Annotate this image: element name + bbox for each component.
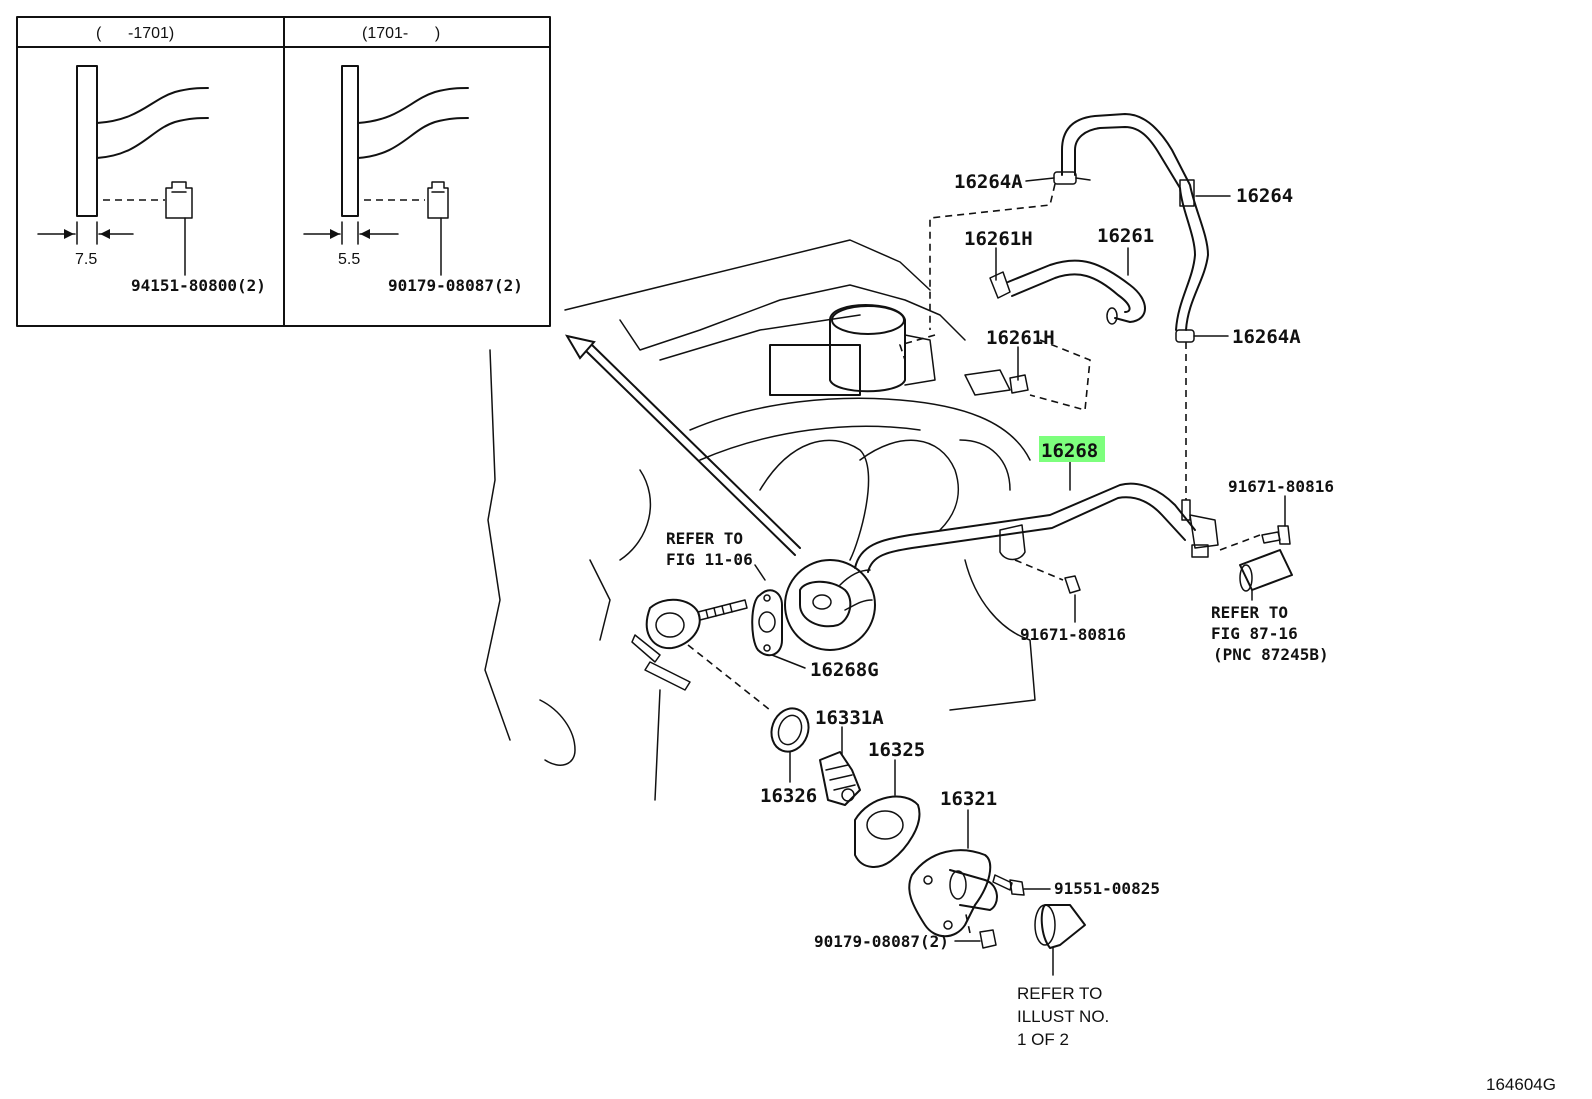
label-91551-00825[interactable]: 91551-00825 bbox=[1054, 879, 1160, 898]
label-16261[interactable]: 16261 bbox=[1097, 225, 1154, 247]
clamp-16261H-top bbox=[989, 271, 1011, 299]
label-16264[interactable]: 16264 bbox=[1236, 185, 1293, 207]
label-16321[interactable]: 16321 bbox=[940, 788, 997, 810]
flange-detail-circle bbox=[784, 559, 876, 651]
label-16264A-mid[interactable]: 16264A bbox=[1232, 326, 1301, 348]
inset-right-figure: 5.5 90179-08087(2) bbox=[303, 65, 523, 295]
label-16268G[interactable]: 16268G bbox=[810, 659, 879, 681]
note-fig-11-06-line2: FIG 11-06 bbox=[666, 550, 753, 569]
engine-block-outline bbox=[484, 239, 1036, 801]
hose-16264 bbox=[1061, 113, 1209, 331]
inset-right-dimension: 5.5 bbox=[338, 251, 360, 268]
label-16326[interactable]: 16326 bbox=[760, 785, 817, 807]
bolt-90179-08087 bbox=[979, 929, 997, 949]
note-fig-87-16-line1: REFER TO bbox=[1211, 603, 1288, 622]
water-inlet-16321 bbox=[908, 849, 998, 938]
highlight-16268 bbox=[1039, 436, 1105, 462]
note-illust-line3: 1 OF 2 bbox=[1017, 1030, 1069, 1049]
figure-id: 164604G bbox=[1486, 1075, 1556, 1094]
pipe-16268 bbox=[854, 482, 1219, 573]
hose-16261 bbox=[1007, 259, 1146, 325]
inset-panel: ( -1701) (1701- ) 7.5 94151-80800(2) bbox=[16, 16, 551, 327]
hose-end-lower bbox=[1034, 904, 1086, 949]
label-16261H-mid[interactable]: 16261H bbox=[986, 327, 1055, 349]
label-90179-08087[interactable]: 90179-08087(2) bbox=[814, 932, 949, 951]
inset-left-header: ( -1701) bbox=[96, 25, 174, 42]
inset-right-header: (1701- ) bbox=[362, 25, 440, 42]
direction-arrow bbox=[564, 334, 801, 556]
part-labels: 16264A 16264 16261H 16261 16261H 16264A … bbox=[760, 171, 1334, 951]
inset-left-figure: 7.5 94151-80800(2) bbox=[37, 65, 266, 295]
inset-left-part-number: 94151-80800(2) bbox=[131, 276, 266, 295]
label-91671-80816-right[interactable]: 91671-80816 bbox=[1228, 477, 1334, 496]
leader-lines bbox=[771, 177, 1286, 942]
label-16268[interactable]: 16268 bbox=[1041, 440, 1098, 462]
ring-16326 bbox=[770, 707, 810, 753]
note-fig-87-16-line2: FIG 87-16 bbox=[1211, 624, 1298, 643]
note-fig-11-06-line1: REFER TO bbox=[666, 529, 743, 548]
inset-left-dimension: 7.5 bbox=[75, 251, 97, 268]
hose-end-right bbox=[1239, 549, 1293, 592]
stud bbox=[697, 599, 748, 621]
label-16264A-top[interactable]: 16264A bbox=[954, 171, 1023, 193]
thermostat-16331A bbox=[819, 751, 861, 806]
bolt-91671-80816-mid bbox=[1064, 575, 1081, 594]
label-16261H-top[interactable]: 16261H bbox=[964, 228, 1033, 250]
bolt-91551-00825 bbox=[992, 874, 1025, 896]
label-16331A[interactable]: 16331A bbox=[815, 707, 884, 729]
gasket-16325 bbox=[854, 795, 921, 868]
clamp-16264A-mid bbox=[1175, 329, 1195, 343]
note-illust-line2: ILLUST NO. bbox=[1017, 1007, 1109, 1026]
label-91671-80816-mid[interactable]: 91671-80816 bbox=[1020, 625, 1126, 644]
clamp-16264A-top bbox=[1053, 171, 1091, 185]
reference-notes: REFER TO FIG 11-06 REFER TO FIG 87-16 (P… bbox=[666, 529, 1329, 1049]
water-outlet-housing bbox=[631, 598, 701, 691]
note-fig-87-16-line3: (PNC 87245B) bbox=[1213, 645, 1329, 664]
inset-right-part-number: 90179-08087(2) bbox=[388, 276, 523, 295]
clamp-16261H-mid bbox=[1009, 374, 1029, 394]
gasket-16268G bbox=[751, 589, 783, 657]
note-illust-line1: REFER TO bbox=[1017, 984, 1102, 1003]
label-16325[interactable]: 16325 bbox=[868, 739, 925, 761]
bolt-91671-80816-right bbox=[1261, 525, 1291, 545]
